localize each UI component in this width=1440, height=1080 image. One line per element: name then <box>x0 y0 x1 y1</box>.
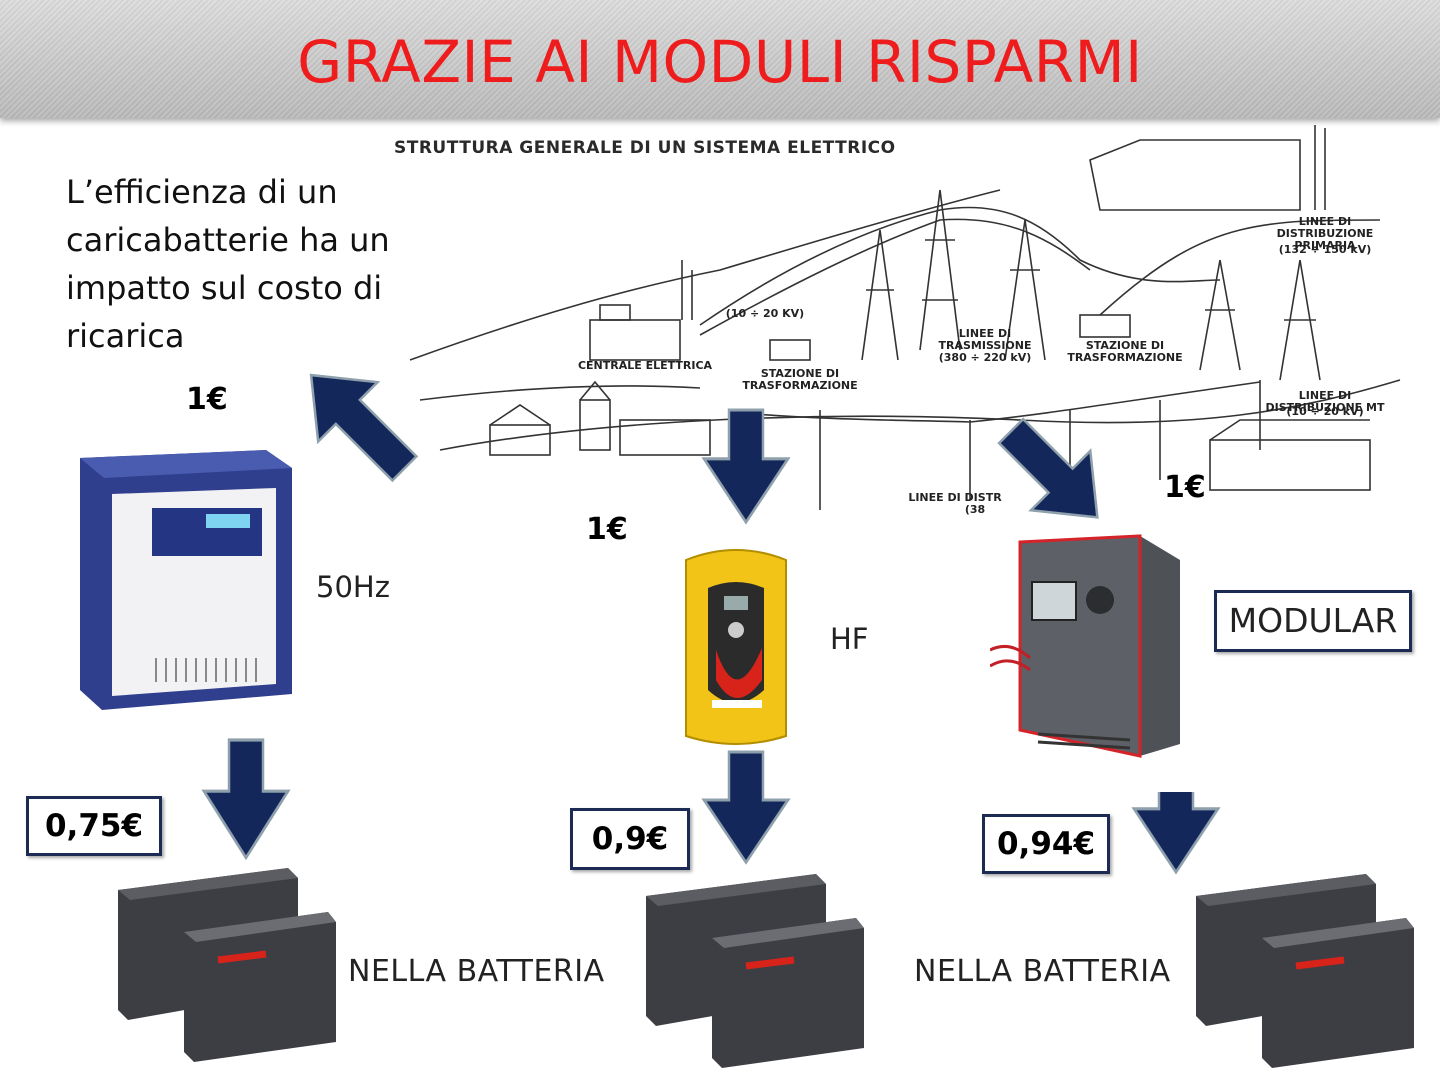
output-cost-50hz: 0,75€ <box>26 796 162 856</box>
label-kv-gen: (10 ÷ 20 KV) <box>725 307 805 320</box>
charger-type-modular: MODULAR <box>1214 590 1412 652</box>
label-bt: LINEE DI DISTR <box>908 491 1002 504</box>
diagram-title: STRUTTURA GENERALE DI UN SISTEMA ELETTRI… <box>394 138 896 158</box>
output-cost-modular: 0,94€ <box>982 814 1110 874</box>
charger-type-50hz: 50Hz <box>316 570 390 604</box>
battery-image-1 <box>118 868 336 1062</box>
electrical-system-illustration <box>409 125 1401 510</box>
label-primaria: LINEE DI DISTRIBUZIONE PRIMARIA <box>1276 215 1374 252</box>
output-cost-hf: 0,9€ <box>570 808 690 870</box>
charger-modular-image <box>990 530 1206 792</box>
label-centrale: CENTRALE ELETTRICA <box>577 359 713 372</box>
label-stazione-2: STAZIONE DI TRASFORMAZIONE <box>1067 339 1183 364</box>
input-cost-modular: 1€ <box>1164 470 1206 505</box>
battery-label-3: NELLA BATTERIA <box>914 954 1171 989</box>
label-bt-kv: (38 <box>964 503 986 516</box>
battery-image-3 <box>1196 874 1414 1068</box>
label-primaria-kv: (132 ÷ 150 kV) <box>1278 243 1372 256</box>
label-trasmissione: LINEE DI TRASMISSIONE <box>938 327 1032 352</box>
arrow-to-modular <box>997 417 1099 519</box>
arrow-to-hf <box>702 408 790 524</box>
input-cost-50hz: 1€ <box>186 382 228 417</box>
slide-title: GRAZIE AI MODULI RISPARMI <box>297 28 1143 96</box>
charger-type-hf: HF <box>830 622 869 656</box>
label-mt-kv: (10 ÷ 20 kV) <box>1286 405 1364 418</box>
battery-label-1: NELLA BATTERIA <box>348 954 605 989</box>
arrow-hf-battery <box>702 750 790 864</box>
input-cost-hf: 1€ <box>586 512 628 547</box>
title-bar <box>0 0 1440 118</box>
intro-text: L’efficienza di un caricabatterie ha un … <box>66 173 390 355</box>
battery-image-2 <box>646 874 864 1068</box>
label-stazione-1: STAZIONE DI TRASFORMAZIONE <box>742 367 858 392</box>
arrow-to-50hz <box>309 373 419 483</box>
arrow-50hz-battery <box>202 738 290 860</box>
label-mt: LINEE DI DISTRIBUZIONE MT <box>1265 389 1385 414</box>
label-trasmissione-kv: (380 ÷ 220 kV) <box>938 351 1032 364</box>
charger-hf-image <box>685 549 787 745</box>
charger-50hz-image <box>80 450 292 710</box>
